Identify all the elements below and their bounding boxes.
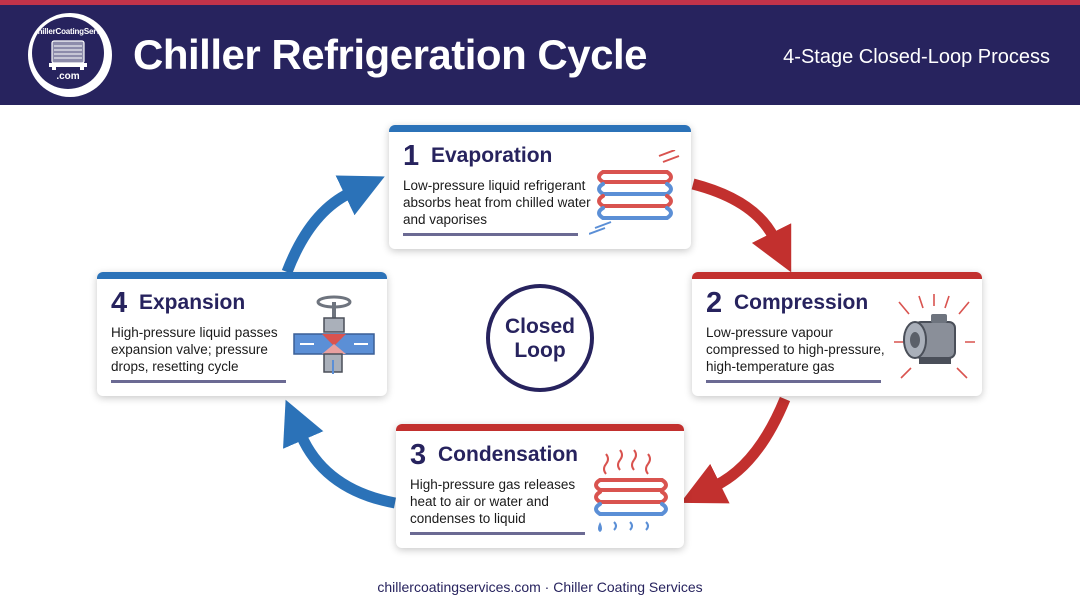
stage-card-accent-bar <box>389 125 691 132</box>
arrow-expansion-to-evaporation <box>281 175 385 274</box>
closed-loop-label: Closed Loop <box>490 315 590 363</box>
stage-name: Compression <box>734 291 869 314</box>
stage-number: 2 <box>706 287 723 319</box>
stage-card-expansion: 4 Expansion High-pressure liquid passes … <box>97 272 387 396</box>
stage-card-compression: 2 Compression Low-pressure vapour compre… <box>692 272 982 396</box>
stage-underline <box>403 233 578 236</box>
stage-description: Low-pressure liquid refrigerant absorbs … <box>403 178 591 227</box>
logo-bottom-text: .com <box>56 71 80 82</box>
stage-name: Condensation <box>438 443 578 466</box>
stage-card-accent-bar <box>692 272 982 279</box>
expansion-valve-icon <box>293 295 375 374</box>
page-title: Chiller Refrigeration Cycle <box>133 31 647 78</box>
footer-text: chillercoatingservices.com · Chiller Coa… <box>377 579 703 595</box>
arrow-compression-to-condensation <box>680 396 791 504</box>
stage-name: Evaporation <box>431 144 553 167</box>
stage-number: 1 <box>403 140 420 172</box>
top-accent-stripe <box>0 0 1080 5</box>
condenser-coil-icon <box>594 449 668 532</box>
stage-underline <box>410 532 585 535</box>
stage-card-condensation: 3 Condensation High-pressure gas release… <box>396 424 684 548</box>
closed-loop-badge: Closed Loop <box>486 284 594 392</box>
stage-number: 4 <box>111 287 128 319</box>
stage-description: Low-pressure vapour compressed to high-p… <box>706 325 885 374</box>
stage-description: High-pressure liquid passes expansion va… <box>111 325 278 374</box>
chiller-unit-icon <box>49 40 87 70</box>
closed-loop-line1: Closed <box>504 315 575 338</box>
stage-card-accent-bar <box>396 424 684 431</box>
evaporator-coil-icon <box>589 150 680 235</box>
stage-card-evaporation: 1 Evaporation Low-pressure liquid refrig… <box>389 125 691 249</box>
arrow-condensation-to-expansion <box>283 399 397 509</box>
arrow-evaporation-to-compression <box>691 178 792 273</box>
stage-card-accent-bar <box>97 272 387 279</box>
stage-number: 3 <box>410 439 427 471</box>
stage-description: High-pressure gas releases heat to air o… <box>410 477 576 526</box>
stage-name: Expansion <box>139 291 246 314</box>
closed-loop-line2: Loop <box>514 339 566 362</box>
page-subtitle: 4-Stage Closed-Loop Process <box>783 46 1050 68</box>
stage-underline <box>111 380 286 383</box>
compressor-motor-icon <box>894 294 975 379</box>
stage-underline <box>706 380 881 383</box>
